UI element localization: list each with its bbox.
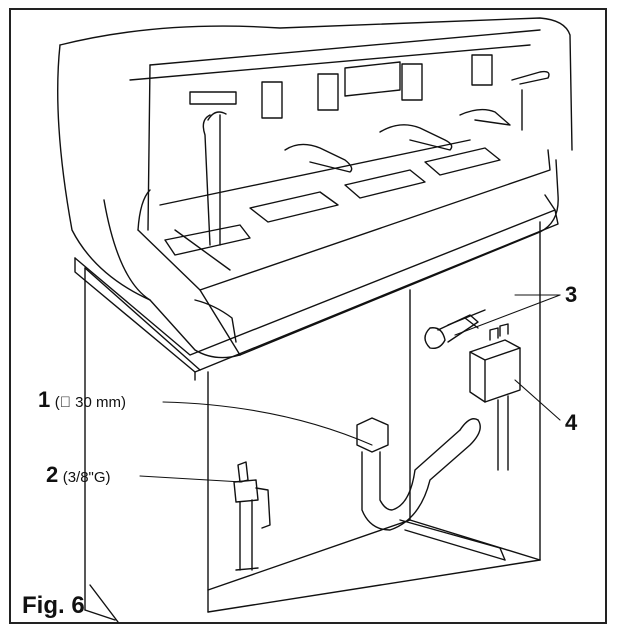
callout-3: 3 [565, 282, 577, 308]
callout-1: 1 (  30 mm) [38, 387, 126, 413]
counter-top [74, 194, 559, 381]
callout-1-spec: (  30 mm) [54, 394, 126, 411]
drain-siphon [356, 417, 506, 561]
callout-4: 4 [565, 410, 577, 436]
electric-plug [424, 309, 486, 350]
callout-1-number: 1 [38, 387, 51, 412]
callout-2: 2 (3/8"G) [46, 462, 111, 488]
main-switch [469, 323, 521, 471]
water-valve [233, 461, 271, 571]
callout-2-number: 2 [46, 462, 59, 487]
espresso-machine [57, 17, 573, 359]
cabinet [84, 221, 541, 623]
figure-frame [9, 8, 607, 624]
callout-4-number: 4 [565, 410, 578, 435]
figure-label: Fig. 6 [22, 592, 85, 619]
callout-leaders [139, 294, 561, 483]
callout-3-number: 3 [565, 282, 578, 307]
callout-2-spec: (3/8"G) [62, 469, 111, 486]
